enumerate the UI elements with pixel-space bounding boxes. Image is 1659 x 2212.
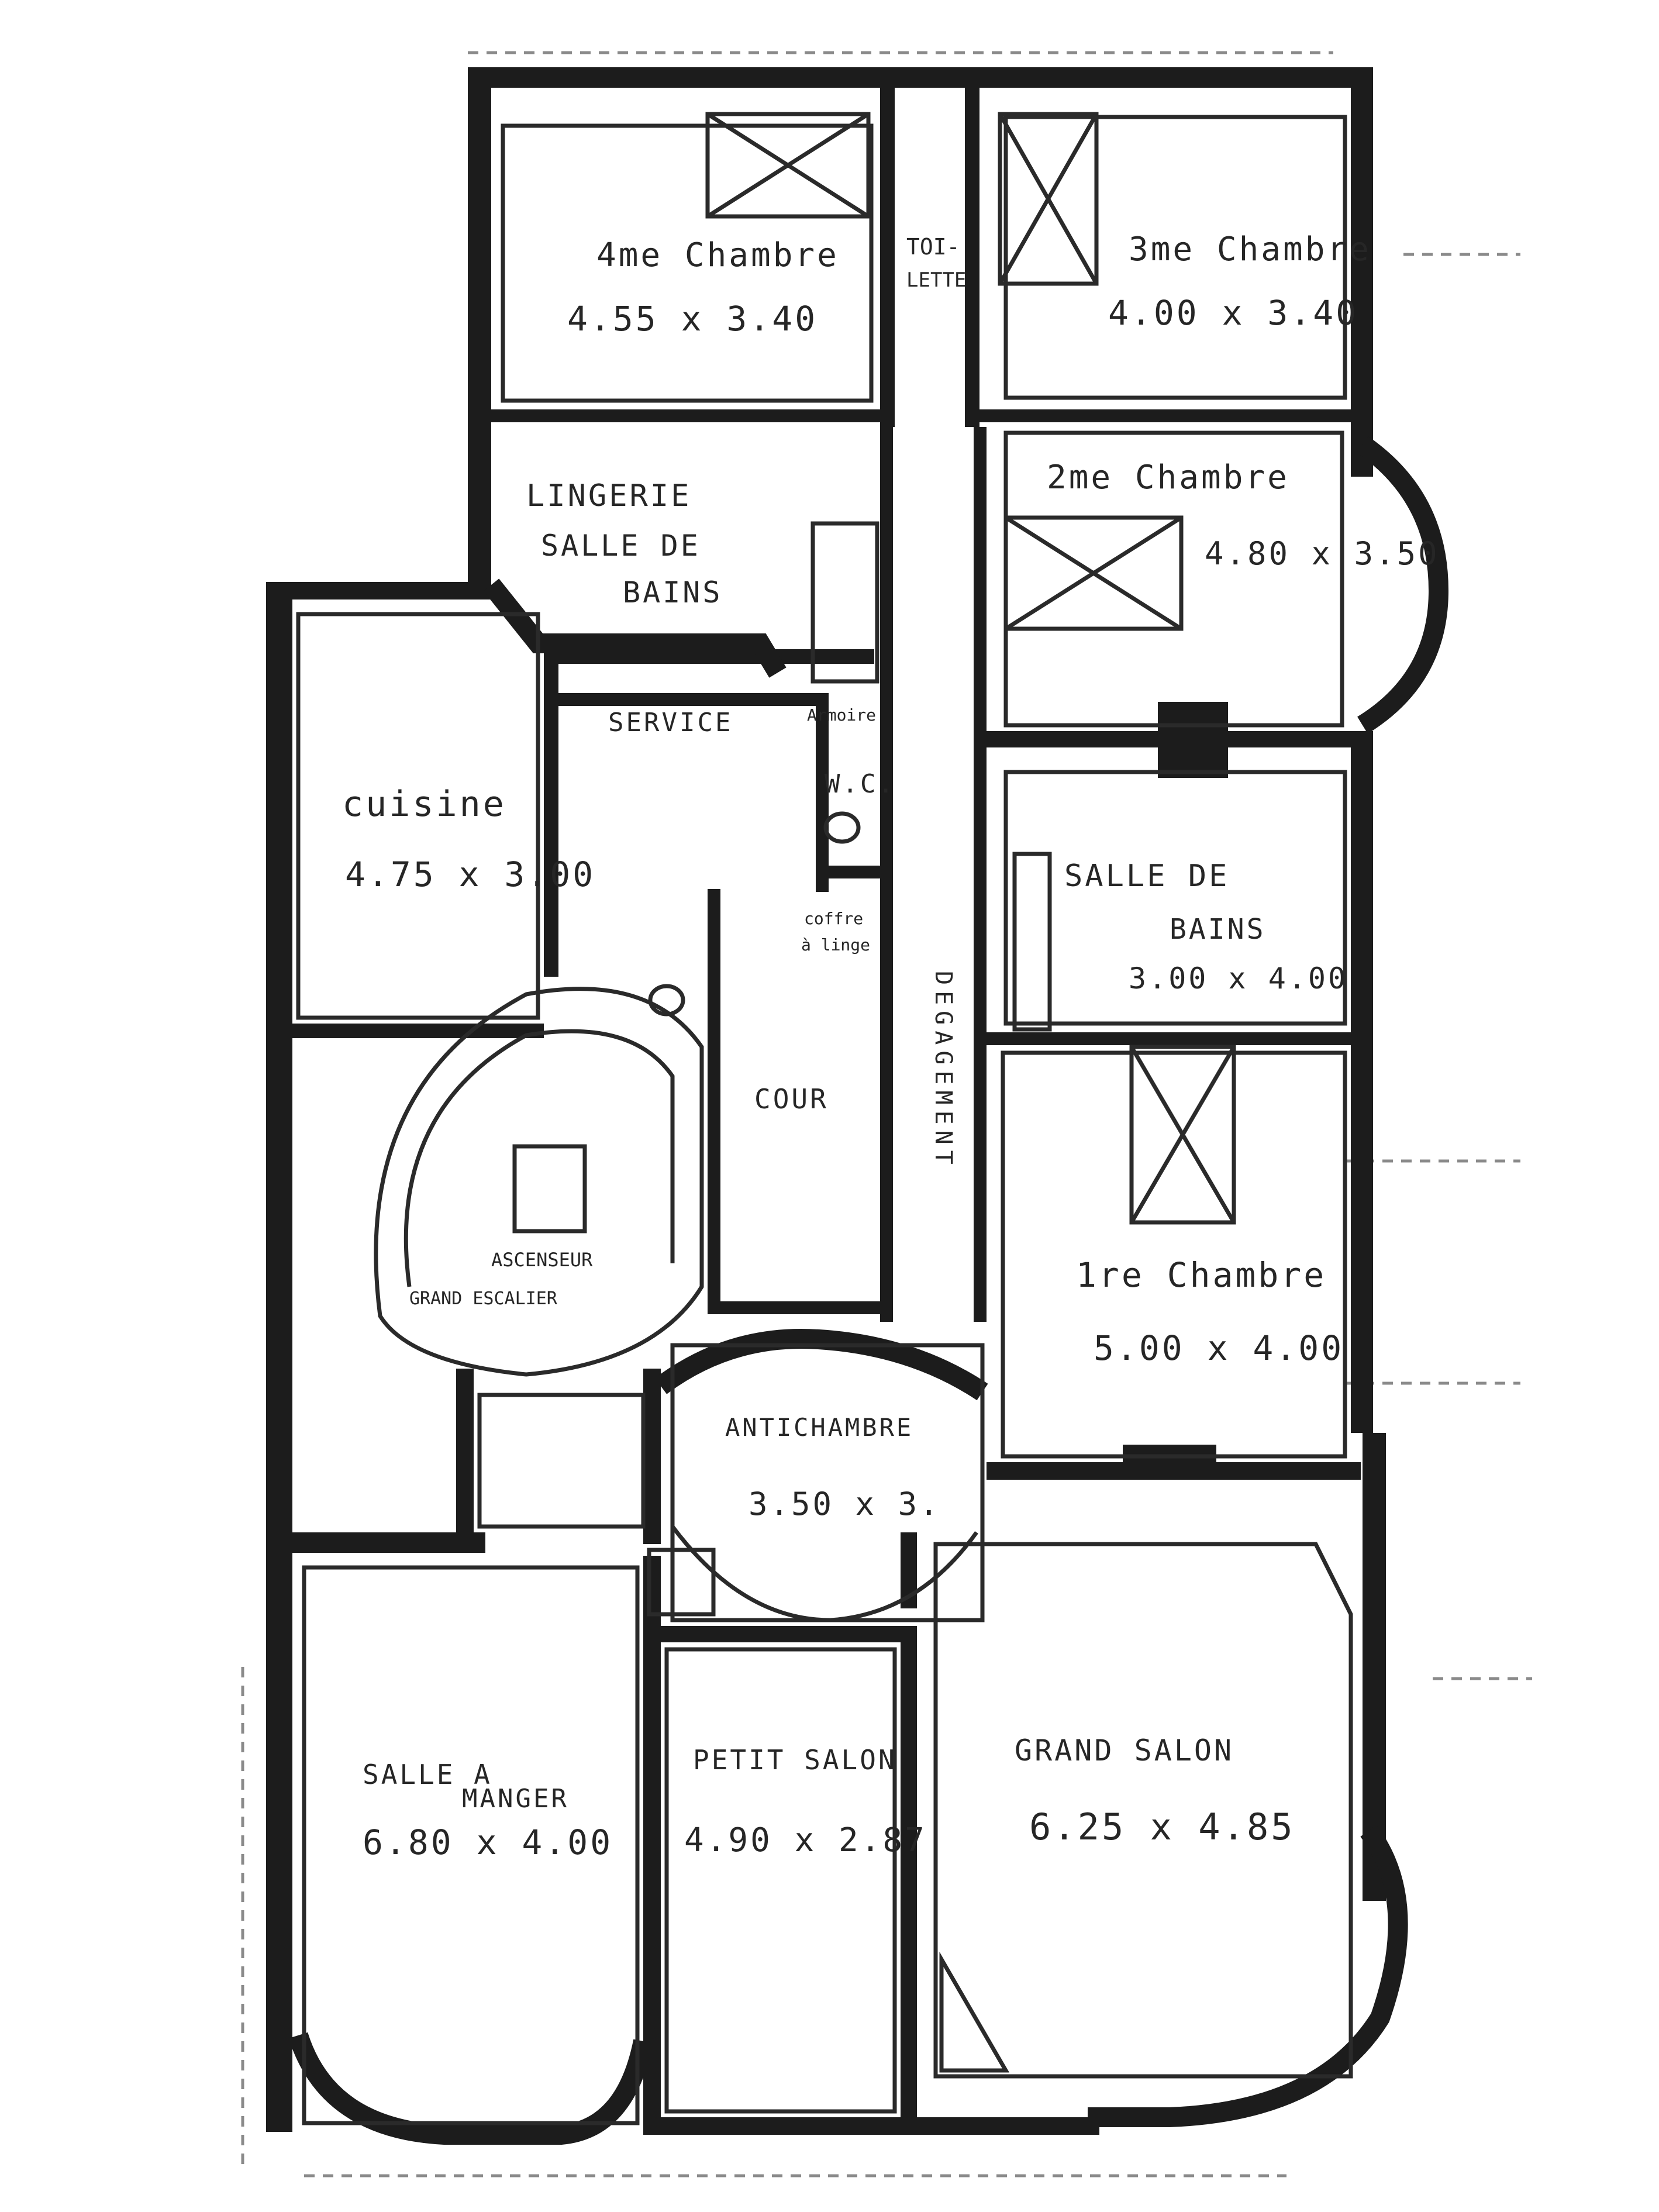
chambre2-dims: 4.80 x 3.50 xyxy=(1205,535,1440,572)
salle-a-manger-line2: MANGER xyxy=(462,1784,569,1814)
ascenseur-name: ASCENSEUR xyxy=(491,1249,593,1271)
chambre2-name: 2me Chambre xyxy=(1047,459,1289,497)
cuisine-dims: 4.75 x 3.00 xyxy=(345,855,595,894)
chambre4-dims: 4.55 x 3.40 xyxy=(567,299,818,339)
lingerie-line1: LINGERIE xyxy=(526,478,691,514)
chambre1-name: 1re Chambre xyxy=(1076,1255,1326,1295)
room-labels: 4me Chambre 4.55 x 3.40 TOI- LETTE 3me C… xyxy=(342,230,1440,1862)
extension-lines xyxy=(241,51,1532,2177)
salle-de-bains-line2: BAINS xyxy=(1170,913,1266,946)
petit-salon-name: PETIT SALON xyxy=(693,1744,897,1776)
lingerie-line2: SALLE DE xyxy=(541,529,701,563)
cour-name: COUR xyxy=(754,1083,829,1115)
armoire-name: Armoire xyxy=(807,705,876,725)
toilette-line1: TOI- xyxy=(906,234,960,260)
cuisine-name: cuisine xyxy=(342,784,506,825)
salle-de-bains-line1: SALLE DE xyxy=(1064,859,1229,894)
lingerie-line3: BAINS xyxy=(623,576,723,609)
salle-de-bains-dims: 3.00 x 4.00 xyxy=(1129,962,1348,995)
escalier-name: GRAND ESCALIER xyxy=(409,1288,558,1309)
salle-a-manger-dims: 6.80 x 4.00 xyxy=(363,1822,613,1862)
chambre3-dims: 4.00 x 3.40 xyxy=(1108,293,1358,333)
coffre-line1: coffre xyxy=(804,909,863,928)
toilette-line2: LETTE xyxy=(906,268,966,292)
chambre1-dims: 5.00 x 4.00 xyxy=(1094,1328,1344,1368)
coffre-line2: à linge xyxy=(801,935,870,955)
antichambre-dims: 3.50 x 3. xyxy=(749,1486,941,1522)
interior-details xyxy=(296,112,1353,2125)
antichambre-name: ANTICHAMBRE xyxy=(725,1413,913,1442)
grand-salon-dims: 6.25 x 4.85 xyxy=(1029,1806,1295,1848)
grand-salon-name: GRAND SALON xyxy=(1015,1734,1234,1767)
outer-walls xyxy=(266,67,1449,2145)
service-name: SERVICE xyxy=(608,708,733,738)
interior-walls xyxy=(292,88,1361,2129)
wc-name: W.C. xyxy=(825,769,896,799)
degagement-name: DEGAGEMENT xyxy=(930,971,957,1170)
salle-a-manger-line1: SALLE A xyxy=(363,1759,492,1790)
chambre4-name: 4me Chambre xyxy=(596,236,839,274)
chambre3-name: 3me Chambre xyxy=(1129,230,1371,268)
petit-salon-dims: 4.90 x 2.87 xyxy=(684,1821,927,1859)
